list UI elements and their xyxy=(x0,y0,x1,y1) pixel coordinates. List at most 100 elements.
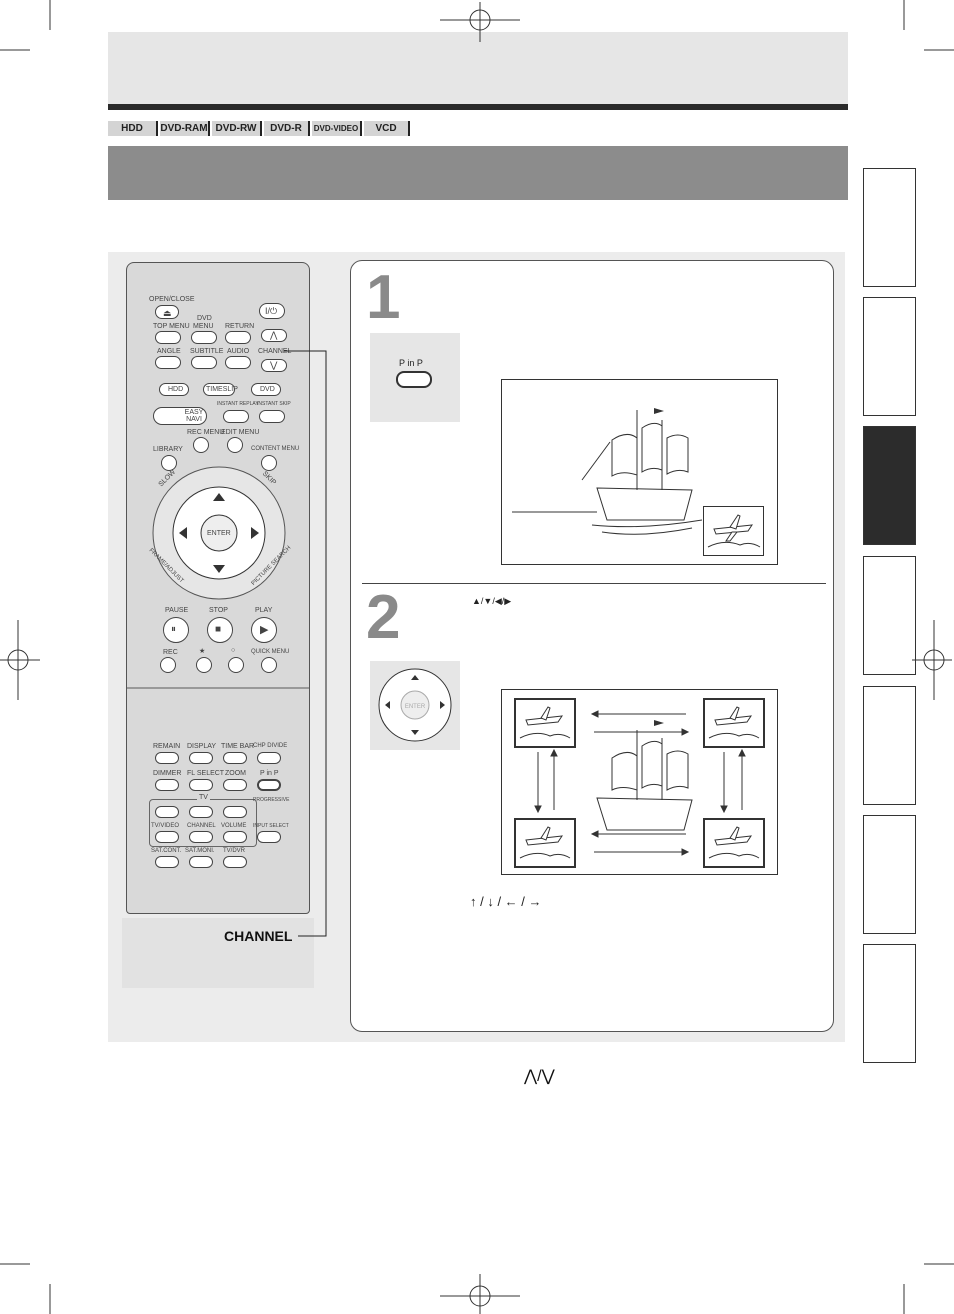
remote-divider xyxy=(127,687,309,689)
label-return: RETURN xyxy=(225,323,255,330)
format-tag-dvd-r: DVD-R xyxy=(264,121,310,136)
label-quick-menu: QUICK MENU xyxy=(251,649,290,655)
pause-button[interactable]: ⏸ xyxy=(163,617,189,643)
content-menu-button[interactable] xyxy=(261,455,277,471)
sat-cont-button[interactable] xyxy=(155,856,179,868)
sat-moni-button[interactable] xyxy=(189,856,213,868)
quick-menu-button[interactable] xyxy=(261,657,277,673)
label-dimmer: DIMMER xyxy=(153,770,182,777)
dvd-button[interactable]: DVD xyxy=(251,383,281,396)
label-open-close: OPEN/CLOSE xyxy=(149,296,195,303)
star-button[interactable] xyxy=(196,657,212,673)
label-tv: TV xyxy=(197,794,210,801)
volume-up-button[interactable] xyxy=(223,806,247,818)
chp-divide-button[interactable] xyxy=(257,752,281,764)
tv-video-button[interactable] xyxy=(155,831,179,843)
side-tab-4[interactable] xyxy=(863,556,916,675)
callout-channel-label: CHANNEL xyxy=(224,928,293,944)
label-top-menu: TOP MENU xyxy=(153,323,190,330)
enter-button[interactable]: ENTER xyxy=(207,530,231,537)
subtitle-button[interactable] xyxy=(191,356,217,369)
edit-menu-button[interactable] xyxy=(227,437,243,453)
time-bar-button[interactable] xyxy=(223,752,247,764)
side-tab-1[interactable] xyxy=(863,168,916,287)
tv-channel-down-button[interactable] xyxy=(189,831,213,843)
side-tab-7[interactable] xyxy=(863,944,916,1063)
section-band xyxy=(108,146,848,200)
stop-button[interactable]: ■ xyxy=(207,617,233,643)
format-tag-dvd-ram: DVD-RAM xyxy=(160,121,210,136)
label-tv-channel: CHANNEL xyxy=(187,823,216,829)
label-volume: VOLUME xyxy=(221,823,247,829)
label-subtitle: SUBTITLE xyxy=(190,348,224,355)
label-display: DISPLAY xyxy=(187,743,217,750)
fl-select-button[interactable] xyxy=(189,779,213,791)
header-rule xyxy=(108,104,848,110)
zoom-button[interactable] xyxy=(223,779,247,791)
label-fl-select: FL SELECT xyxy=(187,770,225,777)
label-pause: PAUSE xyxy=(165,607,189,614)
side-tab-3-active[interactable] xyxy=(863,426,916,545)
channel-down-button[interactable]: ⋁ xyxy=(261,359,287,372)
side-tab-5[interactable] xyxy=(863,686,916,805)
tv-channel-up-button[interactable] xyxy=(189,806,213,818)
label-chp-divide: CHP DIVIDE xyxy=(253,743,288,749)
callout-box xyxy=(122,918,314,988)
volume-down-button[interactable] xyxy=(223,831,247,843)
play-button[interactable]: ▶ xyxy=(251,617,277,643)
menu-button[interactable] xyxy=(191,331,217,344)
label-play: PLAY xyxy=(255,607,273,614)
pip-position-top-left xyxy=(514,698,576,748)
step-1-button-label: P in P xyxy=(399,358,423,368)
hdd-button[interactable]: HDD xyxy=(159,383,189,396)
library-button[interactable] xyxy=(161,455,177,471)
remote-control: OPEN/CLOSE ⏏ I/⏻ DVD TOP MENU MENU RETUR… xyxy=(126,262,310,914)
instant-replay-button[interactable] xyxy=(223,410,249,423)
display-button[interactable] xyxy=(189,752,213,764)
remain-button[interactable] xyxy=(155,752,179,764)
input-select-button[interactable] xyxy=(257,831,281,843)
power-button[interactable]: I/⏻ xyxy=(259,303,285,319)
label-stop: STOP xyxy=(209,607,228,614)
rec-menu-button[interactable] xyxy=(193,437,209,453)
instant-skip-button[interactable] xyxy=(259,410,285,423)
label-angle: ANGLE xyxy=(157,348,181,355)
label-edit-menu: EDIT MENU xyxy=(221,429,260,436)
label-remain: REMAIN xyxy=(153,743,181,750)
step-2-number: 2 xyxy=(366,583,401,652)
timeslip-button[interactable]: TIMESLIP xyxy=(203,383,238,396)
open-close-button[interactable]: ⏏ xyxy=(155,305,179,319)
step-1-pinp-button[interactable] xyxy=(396,371,432,388)
label-rec-menu: REC MENU xyxy=(187,429,225,436)
pip-position-bottom-right xyxy=(703,818,765,868)
easy-navi-button[interactable]: EASY NAVI xyxy=(153,407,207,425)
registration-mark-left xyxy=(0,620,40,700)
label-library: LIBRARY xyxy=(153,446,183,453)
label-audio: AUDIO xyxy=(227,348,250,355)
step-2-arrow-symbols: ↑ / ↓ / ← / → xyxy=(470,894,542,909)
angle-button[interactable] xyxy=(155,356,181,369)
return-button[interactable] xyxy=(225,331,251,344)
step-2-arrow-keys-label: ▲/▼/◀/▶ xyxy=(472,596,512,606)
side-tab-2[interactable] xyxy=(863,297,916,416)
side-tab-6[interactable] xyxy=(863,815,916,934)
format-tag-dvd-rw: DVD-RW xyxy=(212,121,262,136)
channel-up-button[interactable]: ⋀ xyxy=(261,329,287,342)
header-band xyxy=(108,32,848,104)
rec-button[interactable] xyxy=(160,657,176,673)
circle-button[interactable] xyxy=(228,657,244,673)
top-menu-button[interactable] xyxy=(155,331,181,344)
footer-channel-symbol: ⋀/⋁ xyxy=(524,1068,555,1085)
audio-button[interactable] xyxy=(225,356,251,369)
pip-position-bottom-left xyxy=(514,818,576,868)
label-sat-moni: SAT.MONI. xyxy=(185,848,215,854)
pinp-button[interactable] xyxy=(257,779,281,791)
tv-dvr-button[interactable] xyxy=(223,856,247,868)
tv-power-button[interactable] xyxy=(155,806,179,818)
format-tag-dvd-video: DVD-VIDEO xyxy=(312,121,362,136)
dpad-enter-label: ENTER xyxy=(405,704,426,710)
label-rec: REC xyxy=(163,649,178,656)
dpad-icon[interactable]: ENTER xyxy=(376,666,454,744)
step-divider xyxy=(362,583,826,584)
dimmer-button[interactable] xyxy=(155,779,179,791)
